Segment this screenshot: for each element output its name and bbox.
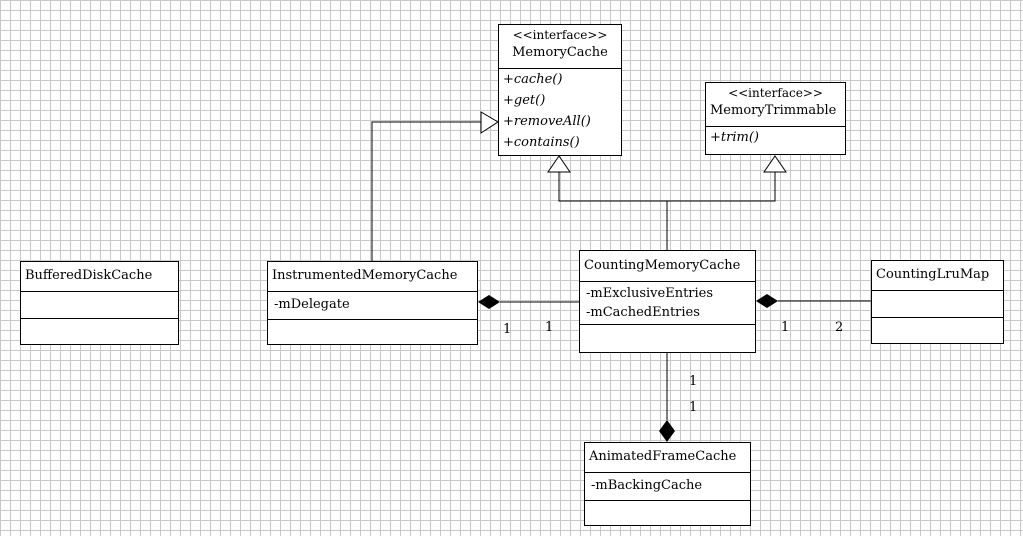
memory-cache-stereotype: <<interface>> [512, 28, 608, 42]
counting-memory-cache-name: CountingMemoryCache [584, 258, 741, 273]
counting-composition-diamond [756, 294, 778, 308]
multiplicity-counting-right-side: 1 [781, 320, 790, 335]
counting-lru-map-name: CountingLruMap [876, 267, 990, 282]
instrumented-memory-cache-attr-delegate: -mDelegate [274, 297, 350, 312]
counting-memory-cache-class[interactable]: CountingMemoryCache -mExclusiveEntries -… [579, 250, 756, 353]
instrumented-memory-cache-name: InstrumentedMemoryCache [272, 268, 458, 283]
memory-trimmable-stereotype: <<interface>> [728, 86, 823, 100]
memory-cache-bottom-triangle-arrow [547, 155, 571, 173]
memory-trimmable-op-trim: +trim() [710, 130, 759, 145]
counting-memory-cache-attr-exclusive: -mExclusiveEntries [586, 286, 714, 301]
instrumented-composition-diamond [478, 295, 500, 309]
multiplicity-lru-side: 2 [835, 320, 844, 335]
counting-lru-map-class[interactable]: CountingLruMap [871, 260, 1004, 344]
memory-cache-class[interactable]: <<interface>> MemoryCache +cache() +get(… [498, 24, 622, 156]
buffered-disk-cache-name: BufferedDiskCache [25, 268, 153, 283]
memory-cache-op-get: +get() [503, 93, 546, 108]
animated-frame-cache-name: AnimatedFrameCache [589, 449, 737, 464]
memory-trimmable-name: MemoryTrimmable [710, 103, 837, 118]
multiplicity-instrumented-side: 1 [503, 322, 512, 337]
animated-composition-diamond [659, 420, 675, 442]
memory-cache-op-contains: +contains() [503, 135, 580, 150]
animated-frame-cache-attr-backing: -mBackingCache [591, 478, 703, 493]
memory-cache-op-cache: +cache() [503, 72, 563, 87]
memory-cache-name: MemoryCache [512, 45, 608, 60]
multiplicity-counting-left-side: 1 [545, 320, 554, 335]
buffered-disk-cache-class[interactable]: BufferedDiskCache [20, 261, 179, 345]
memory-cache-op-removeall: +removeAll() [503, 114, 591, 129]
interfaces-realization-bar [558, 172, 776, 202]
memory-trimmable-triangle-arrow [763, 155, 787, 173]
instrumented-realization-line [371, 121, 481, 262]
multiplicity-counting-bottom-side: 1 [689, 374, 698, 389]
counting-memory-cache-attr-cached: -mCachedEntries [586, 305, 700, 320]
animated-frame-cache-class[interactable]: AnimatedFrameCache -mBackingCache [584, 442, 751, 526]
memory-trimmable-class[interactable]: <<interface>> MemoryTrimmable +trim() [705, 82, 846, 155]
multiplicity-animated-side: 1 [689, 400, 698, 415]
memory-cache-left-triangle-arrow [480, 111, 499, 134]
instrumented-memory-cache-class[interactable]: InstrumentedMemoryCache -mDelegate [267, 261, 478, 345]
